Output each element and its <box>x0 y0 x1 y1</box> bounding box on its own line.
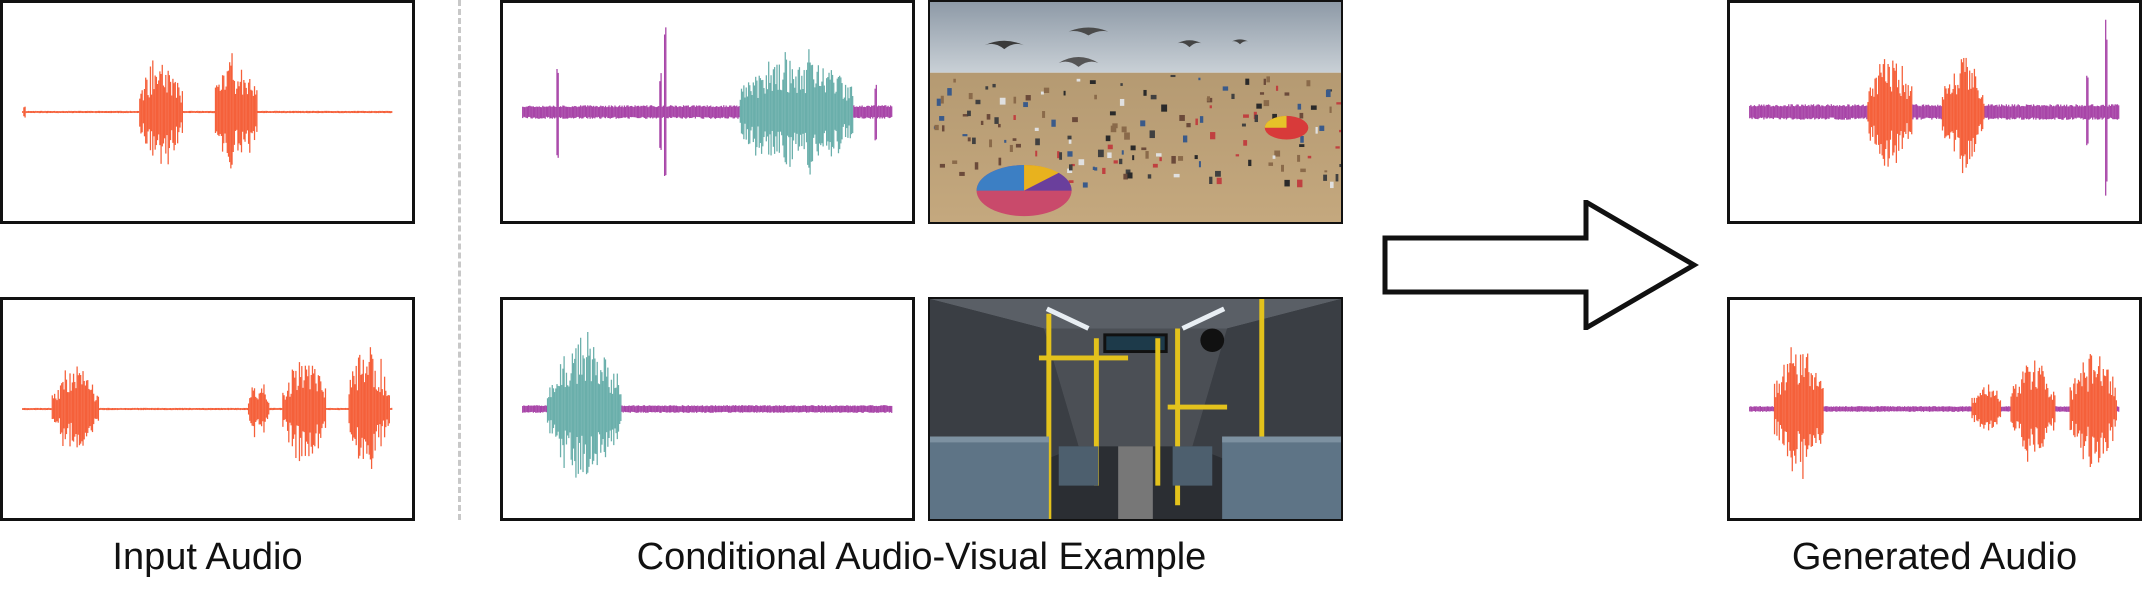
beach-scene-image <box>928 0 1343 224</box>
waveform-graphic <box>1749 347 2120 479</box>
section-divider <box>458 0 461 520</box>
waveform-trace <box>22 53 393 169</box>
input-audio-waveform-1 <box>0 0 415 224</box>
beach-scene-illustration <box>930 2 1341 222</box>
waveform-graphic <box>522 27 893 176</box>
waveform-trace <box>522 27 893 176</box>
waveform-trace <box>1749 19 2120 196</box>
caption-input-audio: Input Audio <box>112 536 303 578</box>
generated-audio-waveform-1 <box>1727 0 2142 224</box>
waveform-graphic <box>522 332 893 478</box>
waveform-graphic <box>1749 19 2120 196</box>
conditional-audio-waveform-2 <box>500 297 915 521</box>
caption-generated-audio: Generated Audio <box>1791 536 2078 578</box>
bus-interior-illustration <box>930 299 1341 519</box>
waveform-trace <box>22 347 393 469</box>
generated-audio-waveform-2 <box>1727 297 2142 521</box>
waveform-graphic <box>22 53 393 169</box>
input-audio-waveform-2 <box>0 297 415 521</box>
waveform-trace <box>1749 347 2120 479</box>
arrow-right-icon <box>1382 200 1699 330</box>
bus-interior-image <box>928 297 1343 521</box>
waveform-graphic <box>22 347 393 469</box>
conditional-audio-waveform-1 <box>500 0 915 224</box>
waveform-trace <box>522 332 893 478</box>
caption-conditional-example: Conditional Audio-Visual Example <box>636 536 1207 578</box>
